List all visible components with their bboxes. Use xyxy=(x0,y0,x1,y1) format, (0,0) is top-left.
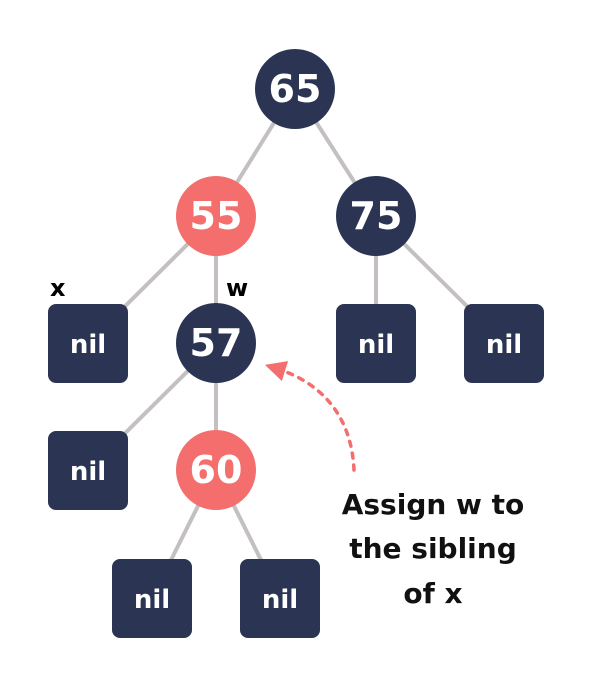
node-75-value: 75 xyxy=(350,194,403,238)
node-55: 55 xyxy=(176,176,256,256)
node-57-value: 57 xyxy=(190,321,243,365)
nil-leaf-75-right-box xyxy=(464,304,544,383)
nil-leaf-60-right: nil xyxy=(240,559,320,638)
nil-leaf-60-left: nil xyxy=(112,559,192,638)
node-55-value: 55 xyxy=(190,194,243,238)
nil-leaf-57-left-box xyxy=(48,431,128,510)
node-65: 65 xyxy=(255,49,335,129)
nil-leaf-57-left-label: nil xyxy=(70,457,106,487)
nil-leaf-60-left-label: nil xyxy=(134,585,170,615)
label-w: w xyxy=(226,274,248,302)
nil-leaf-x-box xyxy=(48,304,128,383)
nil-leaf-60-left-box xyxy=(112,559,192,638)
dashed-arrow xyxy=(264,361,356,472)
node-60-circle xyxy=(176,430,256,510)
nil-leaf-60-right-label: nil xyxy=(262,585,298,615)
node-55-circle xyxy=(176,176,256,256)
caption-line-2: the sibling xyxy=(349,532,517,565)
nil-leaf-75-left-label: nil xyxy=(358,330,394,360)
node-57-circle xyxy=(176,303,256,383)
node-57: 57 xyxy=(176,303,256,383)
caption: Assign w to the sibling of x xyxy=(342,488,525,610)
node-75-circle xyxy=(336,176,416,256)
tree-edges xyxy=(86,87,506,599)
nil-leaf-x: nil xyxy=(48,304,128,383)
node-65-circle xyxy=(255,49,335,129)
node-60-value: 60 xyxy=(190,448,243,492)
node-65-value: 65 xyxy=(269,67,322,111)
nil-leaf-75-right: nil xyxy=(464,304,544,383)
nil-leaf-57-left: nil xyxy=(48,431,128,510)
nil-leaf-75-left: nil xyxy=(336,304,416,383)
label-x: x xyxy=(50,274,66,302)
node-60: 60 xyxy=(176,430,256,510)
caption-line-3: of x xyxy=(403,577,462,610)
caption-line-1: Assign w to xyxy=(342,488,525,521)
nil-leaf-75-right-label: nil xyxy=(486,330,522,360)
nil-leaf-x-label: nil xyxy=(70,330,106,360)
nil-leaf-75-left-box xyxy=(336,304,416,383)
node-75: 75 xyxy=(336,176,416,256)
nil-leaf-60-right-box xyxy=(240,559,320,638)
